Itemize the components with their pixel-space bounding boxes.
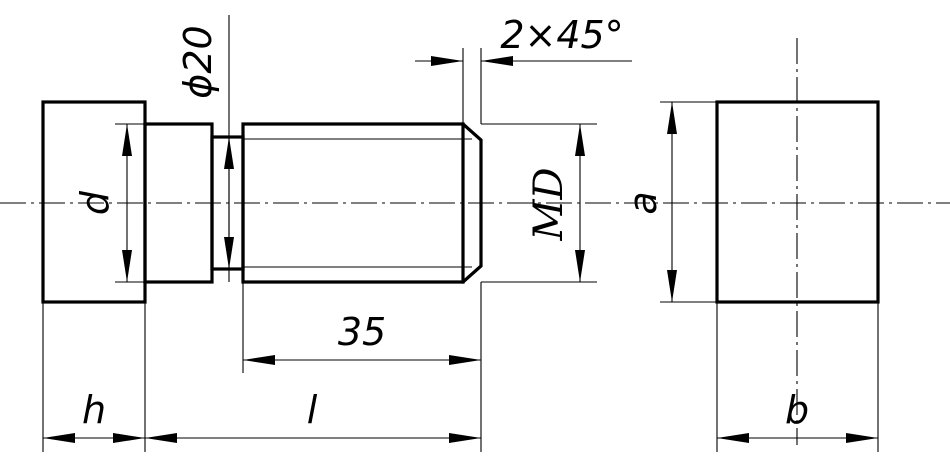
dimension-h: h — [42, 282, 146, 452]
dimension-35: 35 — [242, 282, 482, 452]
label-l: l — [307, 388, 318, 432]
dimension-md: MD — [481, 123, 597, 283]
label-a: a — [621, 191, 665, 214]
label-phi20: ϕ20 — [176, 25, 220, 98]
label-h: h — [82, 388, 106, 432]
dimension-l: l — [145, 388, 481, 443]
square-part — [715, 100, 880, 304]
dimension-chamfer: 2×45° — [415, 13, 632, 124]
dimension-b: b — [716, 302, 879, 452]
label-d: d — [73, 190, 117, 215]
label-chamfer: 2×45° — [500, 13, 623, 57]
label-md: MD — [526, 167, 572, 241]
label-b: b — [785, 388, 809, 432]
dimension-a: a — [621, 101, 717, 303]
label-35: 35 — [338, 310, 386, 354]
dimension-phi20: ϕ20 — [176, 15, 234, 282]
dimension-d: d — [73, 123, 145, 283]
